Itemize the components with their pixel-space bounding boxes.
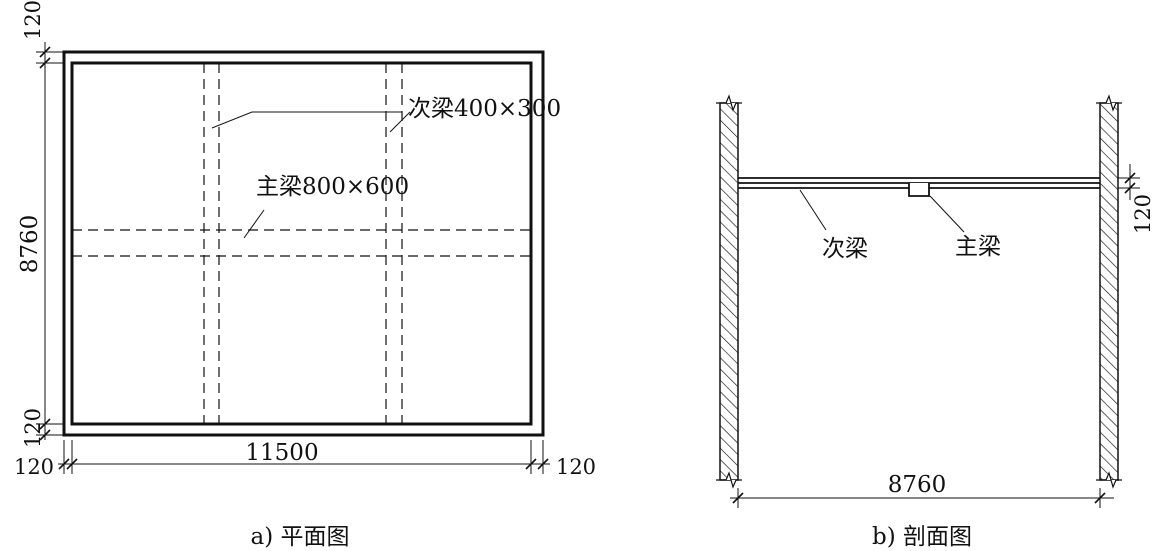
plan-dim-width: 11500 xyxy=(245,440,318,466)
plan-view xyxy=(36,42,550,474)
plan-dim-left xyxy=(36,42,64,441)
section-dim-slab-label: 120 xyxy=(1131,194,1154,234)
section-dim-span-label: 8760 xyxy=(888,472,947,498)
plan-secondary-beam-label: 次梁400×300 xyxy=(408,96,561,122)
plan-dim-wall-left: 120 xyxy=(14,455,54,479)
section-secondary-beam-label: 次梁 xyxy=(822,236,868,262)
section-view xyxy=(716,94,1140,508)
plan-secondary-beams xyxy=(203,63,403,424)
section-dim-slab xyxy=(1118,164,1140,200)
plan-dim-height: 8760 xyxy=(17,215,43,274)
plan-inner-wall xyxy=(70,61,533,426)
section-secondary-leader xyxy=(799,189,827,231)
plan-main-beam-label: 主梁800×600 xyxy=(256,174,409,200)
section-left-wall xyxy=(719,102,739,481)
plan-secondary-leader-2 xyxy=(389,111,411,133)
plan-outer-wall xyxy=(62,50,545,437)
section-main-beam-label: 主梁 xyxy=(955,234,1001,260)
section-caption: b) 剖面图 xyxy=(872,524,972,550)
plan-dim-bottom xyxy=(58,440,550,474)
section-main-leader xyxy=(929,195,965,233)
plan-dim-wall-bottom: 120 xyxy=(21,408,45,448)
plan-dim-wall-right: 120 xyxy=(556,455,596,479)
plan-dim-wall-top: 120 xyxy=(21,0,45,40)
section-dim-span xyxy=(730,488,1114,508)
plan-main-beam xyxy=(72,229,531,257)
plan-caption: a) 平面图 xyxy=(251,524,350,550)
plan-main-leader xyxy=(243,209,265,239)
plan-secondary-leader xyxy=(211,111,402,129)
section-main-beam xyxy=(908,183,930,197)
section-right-wall xyxy=(1099,102,1119,481)
